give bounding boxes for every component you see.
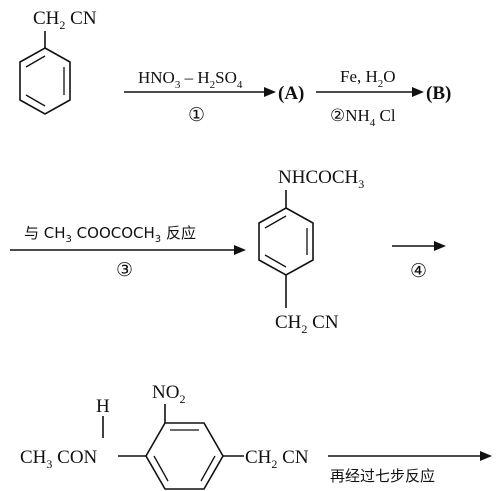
step-1-number: ① <box>188 105 205 126</box>
prod-ring-double-bond-3 <box>200 455 216 482</box>
step-3-reagent: 与 CH3 COOCOCH3 反应 <box>24 224 196 245</box>
product-b-label: (B) <box>426 83 451 104</box>
step-1-arrowhead <box>264 87 276 97</box>
step-2-condition: ②NH4 Cl <box>330 106 396 129</box>
step-3-arrow: 与 CH3 COOCOCH3 反应 ③ <box>10 224 246 281</box>
intermediate-ch2cn-label: CH2 CN <box>275 312 339 336</box>
int-ring-double-bond-3 <box>264 254 287 268</box>
start-ring-double-bond-2 <box>25 55 46 68</box>
start-ring-double-bond-3 <box>25 94 46 107</box>
step-4-arrowhead <box>434 241 446 251</box>
step-1-arrow: HNO3 – H2SO4 ① <box>124 68 276 126</box>
ch3con-label: CH3 CON <box>20 447 98 471</box>
starting-material-benzyl-cyanide: CH2 CN <box>19 8 97 115</box>
product-benzene-ring <box>145 422 224 490</box>
start-ch2cn-label: CH2 CN <box>33 8 97 32</box>
start-benzene-ring <box>19 47 71 115</box>
step-3-arrowhead <box>234 245 246 255</box>
step-4-arrow: ④ <box>392 241 446 282</box>
nhcoch3-label: NHCOCH3 <box>278 167 364 191</box>
step-2-arrowhead <box>412 87 424 97</box>
final-step-label: 再经过七步反应 <box>330 467 435 485</box>
intermediate-acetamido-compound: NHCOCH3 CH2 CN <box>258 167 364 336</box>
final-arrow: 再经过七步反应 <box>328 451 492 485</box>
step-1-reagent: HNO3 – H2SO4 <box>138 68 243 91</box>
prod-ring-double-bond-2 <box>153 455 169 482</box>
intermediate-benzene-ring <box>258 207 314 276</box>
step-2-reagent: Fe, H2O <box>340 67 396 90</box>
nitrated-product: H CH3 CON NO2 CH2 CN <box>20 382 309 490</box>
step-2-arrow: Fe, H2O ②NH4 Cl <box>316 67 424 129</box>
final-arrowhead <box>480 451 492 461</box>
no2-label: NO2 <box>152 382 185 406</box>
h-label: H <box>96 396 110 417</box>
product-ch2cn-label: CH2 CN <box>245 447 309 471</box>
step-4-number: ④ <box>410 261 427 282</box>
int-ring-double-bond-2 <box>264 215 287 229</box>
step-3-number: ③ <box>116 260 133 281</box>
product-a-label: (A) <box>278 83 304 104</box>
